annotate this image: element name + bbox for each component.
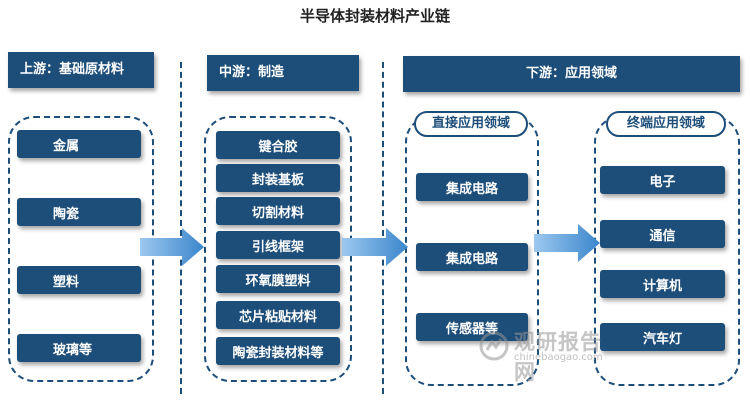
arrow-right-icon: [342, 228, 408, 266]
terminal-item-car-light: 汽车灯: [600, 323, 725, 351]
watermark: 观研报告网 chinebaogao.com: [478, 326, 618, 384]
upstream-header: 上游：基础原材料: [8, 52, 154, 88]
upstream-item-metal: 金属: [17, 130, 141, 158]
separator-line-left: [180, 62, 182, 394]
arrow-right-icon: [140, 228, 204, 266]
midstream-item-cutting-material: 切割材料: [216, 197, 340, 225]
midstream-item-epoxy-molding: 环氧膜塑料: [216, 265, 340, 293]
midstream-item-bonding-glue: 键合胶: [216, 131, 340, 159]
upstream-item-ceramic: 陶瓷: [17, 198, 141, 226]
terminal-application-label: 终端应用领域: [606, 111, 726, 137]
separator-line-right: [382, 62, 384, 394]
watermark-url: chinebaogao.com: [514, 352, 603, 363]
midstream-item-lead-frame: 引线框架: [216, 231, 340, 259]
midstream-item-ceramic-package: 陶瓷封装材料等: [216, 337, 340, 365]
watermark-text: 观研报告网: [514, 330, 602, 384]
direct-item-sensor: 传感器等: [416, 313, 528, 341]
midstream-header: 中游：制造: [207, 55, 359, 91]
direct-application-label: 直接应用领域: [414, 111, 528, 137]
terminal-item-electronics: 电子: [600, 166, 725, 194]
downstream-header: 下游：应用领域: [403, 56, 740, 92]
upstream-item-plastic: 塑料: [17, 266, 141, 294]
midstream-item-package-substrate: 封装基板: [216, 164, 340, 192]
page-title: 半导体封装材料产业链: [299, 7, 450, 25]
terminal-item-communication: 通信: [600, 220, 725, 248]
watermark-logo-icon: [479, 331, 509, 361]
terminal-item-computer: 计算机: [600, 270, 725, 298]
direct-item-ic-2: 集成电路: [416, 243, 528, 271]
arrow-right-icon: [534, 224, 600, 262]
upstream-item-glass: 玻璃等: [17, 334, 141, 362]
midstream-item-die-attach: 芯片粘贴材料: [216, 301, 340, 329]
direct-item-ic-1: 集成电路: [416, 173, 528, 201]
